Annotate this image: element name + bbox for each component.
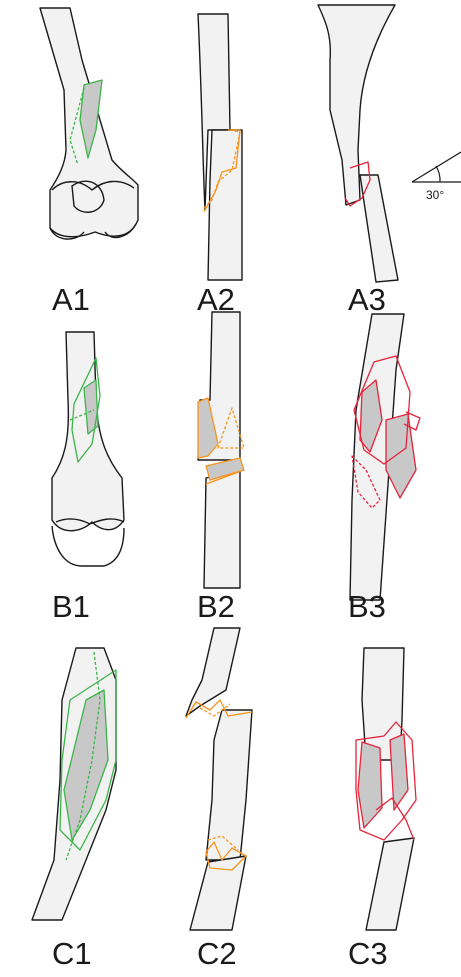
angle-indicator: 30° (412, 152, 461, 202)
label-b3: B3 (348, 589, 386, 624)
bone-c2 (186, 628, 252, 930)
bone-a3 (318, 5, 398, 282)
label-a1: A1 (52, 282, 90, 317)
label-b1: B1 (52, 589, 90, 624)
label-c2: C2 (197, 936, 237, 971)
label-a2: A2 (197, 282, 235, 317)
label-a3: A3 (348, 282, 386, 317)
angle-label: 30° (426, 188, 444, 202)
bone-a2 (198, 14, 242, 280)
label-c1: C1 (52, 936, 92, 971)
label-c3: C3 (348, 936, 388, 971)
label-b2: B2 (197, 589, 235, 624)
